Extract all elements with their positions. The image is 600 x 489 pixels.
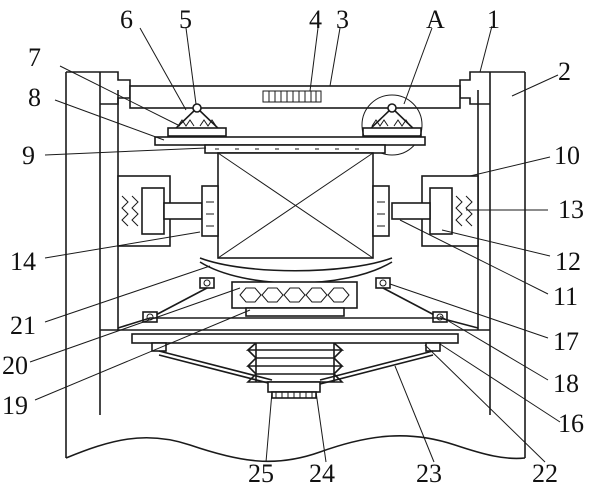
leader-lines: [29, 25, 561, 463]
label-16: 16: [558, 409, 584, 438]
label-2: 2: [558, 57, 571, 86]
label-25: 25: [248, 459, 274, 488]
central-box: [217, 152, 374, 259]
label-4: 4: [309, 5, 322, 34]
label-24: 24: [309, 459, 335, 488]
bottom-platform: [131, 333, 459, 385]
right-scissor: [361, 94, 423, 156]
label-9: 9: [22, 141, 35, 170]
label-A: A: [426, 5, 445, 34]
label-17: 17: [553, 327, 579, 356]
label-14: 14: [10, 247, 36, 276]
label-19: 19: [2, 391, 28, 420]
label-11: 11: [553, 282, 578, 311]
label-13: 13: [558, 195, 584, 224]
label-1: 1: [487, 5, 500, 34]
left-clamp: [117, 175, 219, 247]
label-20: 20: [2, 351, 28, 380]
mounting-plate: [154, 136, 426, 154]
label-5: 5: [179, 5, 192, 34]
label-7: 7: [28, 43, 41, 72]
label-12: 12: [555, 247, 581, 276]
link-arms: [117, 287, 479, 329]
left-scissor: [167, 103, 227, 137]
label-10: 10: [554, 141, 580, 170]
part-labels: 1 2 3 4 5 6 A 7 8 9 10 13 12 14 11 21 17…: [2, 5, 584, 488]
bellows: [245, 342, 345, 399]
label-3: 3: [336, 5, 349, 34]
outer-housing: [65, 71, 526, 463]
label-18: 18: [553, 369, 579, 398]
right-clamp: [372, 175, 479, 247]
label-6: 6: [120, 5, 133, 34]
top-rail: [100, 71, 490, 109]
honeycomb-pad: [230, 281, 360, 319]
label-21: 21: [10, 311, 36, 340]
label-22: 22: [532, 459, 558, 488]
label-8: 8: [28, 83, 41, 112]
label-23: 23: [416, 459, 442, 488]
